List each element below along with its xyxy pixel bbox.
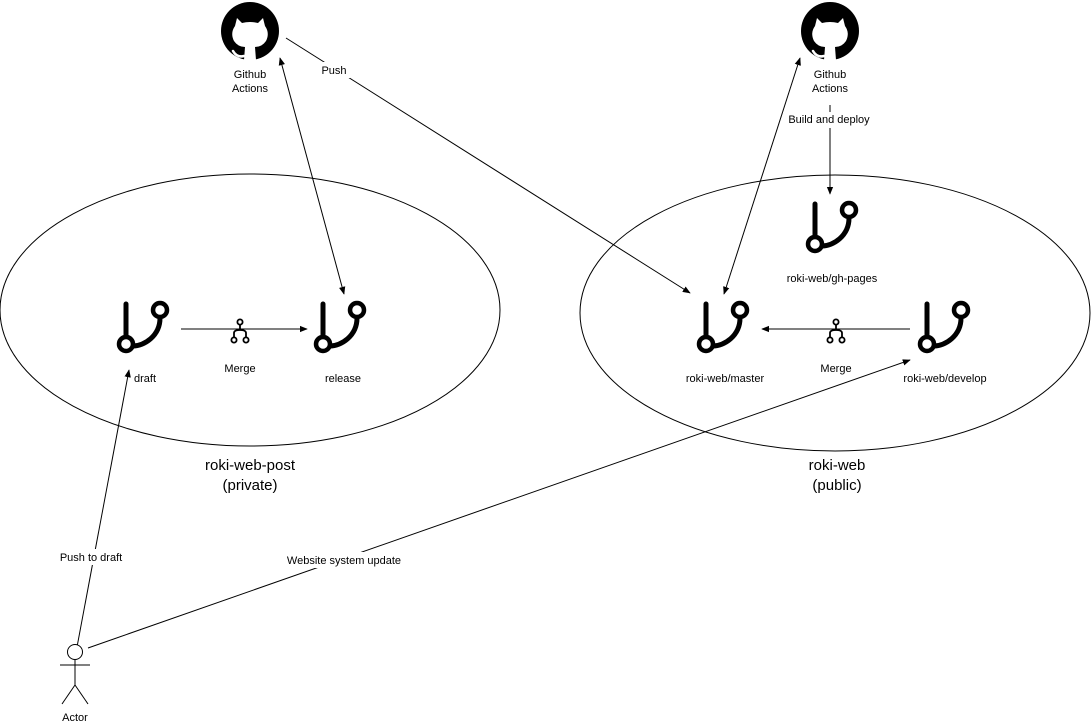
website-update-label-bg: [282, 552, 406, 568]
branch-label-develop: roki-web/develop: [903, 373, 986, 385]
push-to-draft-label: Push to draft: [60, 552, 122, 564]
actions-master-arrow: [723, 57, 801, 295]
merge-left-label: Merge: [224, 363, 255, 375]
build-deploy-label-bg: [783, 112, 877, 128]
github-icon: [801, 2, 859, 60]
actions-right-line2: Actions: [812, 83, 849, 95]
branch-icon-release: [316, 303, 364, 351]
merge-icon: [230, 318, 250, 344]
github-icon: [221, 2, 279, 60]
private-repo-ellipse: [0, 173, 501, 447]
branch-label-draft: draft: [134, 373, 156, 385]
branch-icon-develop: [920, 303, 968, 351]
public-repo-ellipse: [579, 174, 1091, 452]
actor-label: Actor: [62, 712, 88, 724]
merge-right-label: Merge: [820, 363, 851, 375]
build-deploy-label: Build and deploy: [788, 114, 870, 126]
actions-left-line2: Actions: [232, 83, 269, 95]
actions-right-line1: Github: [814, 69, 846, 81]
branch-label-master: roki-web/master: [686, 373, 765, 385]
branch-label-gh-pages: roki-web/gh-pages: [787, 273, 878, 285]
push-label-bg: [318, 62, 350, 78]
actions-left-line1: Github: [234, 69, 266, 81]
private-group-subtitle: (private): [222, 477, 277, 494]
push-label: Push: [321, 65, 346, 77]
branch-icon-master: [699, 303, 747, 351]
merge-icon: [826, 318, 846, 344]
branch-label-release: release: [325, 373, 361, 385]
push-to-draft-arrow: [76, 369, 131, 648]
public-group-title: roki-web: [809, 457, 866, 474]
branch-icon-draft: [119, 303, 167, 351]
actions-release-arrow: [278, 57, 346, 295]
website-update-arrow: [87, 359, 911, 649]
actor-icon: [60, 644, 90, 705]
public-group-subtitle: (public): [812, 477, 861, 494]
branch-icon-gh-pages: [808, 203, 856, 251]
push-to-draft-label-bg: [54, 549, 128, 565]
private-group-title: roki-web-post: [205, 457, 296, 474]
website-update-label: Website system update: [287, 555, 401, 567]
push-arrow: [285, 37, 691, 294]
